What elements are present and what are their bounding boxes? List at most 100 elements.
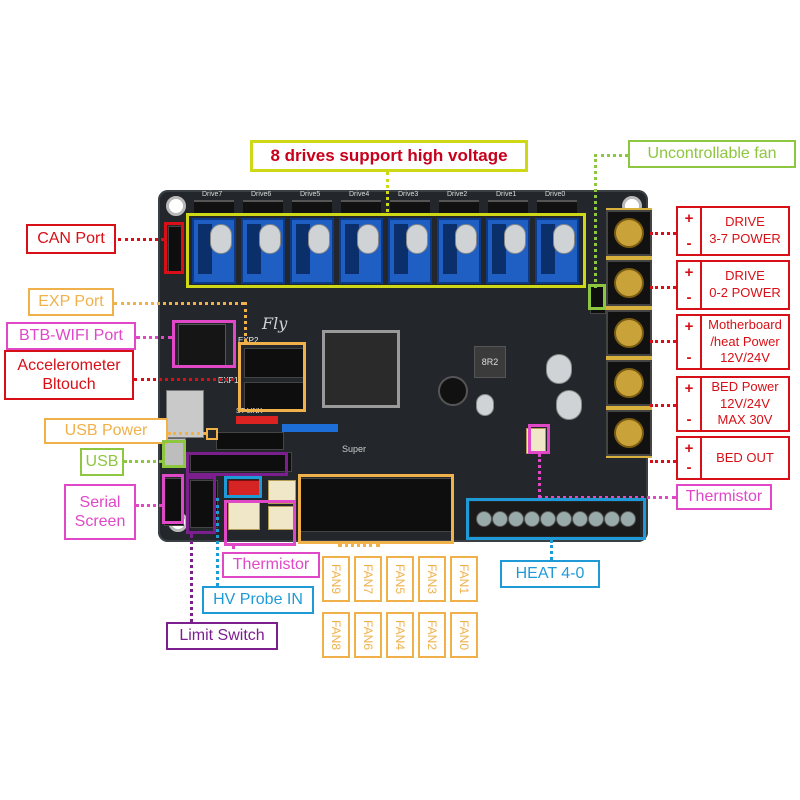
terminal-screw	[614, 268, 644, 298]
power-divider	[700, 438, 702, 478]
hv-probe-highlight	[224, 476, 262, 498]
power-label-text: BED OUT	[702, 438, 788, 478]
thermistor-connector	[228, 500, 260, 530]
driver-capacitor	[553, 224, 575, 254]
capacitor	[556, 390, 582, 420]
mcu-chip	[322, 330, 400, 408]
driver-capacitor	[504, 224, 526, 254]
driver-capacitor	[210, 224, 232, 254]
mounting-hole	[166, 196, 186, 216]
minus-sign: -	[686, 459, 692, 476]
heat-screw	[604, 511, 620, 527]
thermistor-highlight-right	[528, 424, 550, 454]
fan-label-text: FAN9	[329, 563, 343, 595]
usb-power-leader	[168, 432, 206, 435]
plus-sign: +	[684, 440, 694, 457]
power-label-line: MAX 30V	[717, 412, 773, 428]
power-label-box: + - BED OUT	[676, 436, 790, 480]
power-divider	[700, 262, 702, 308]
fan-label-fan0: FAN0	[450, 612, 478, 658]
power-label-line: BED OUT	[716, 449, 774, 465]
fan-label-text: FAN6	[361, 619, 375, 651]
driver-header	[537, 200, 577, 216]
exp-leader-h	[114, 302, 244, 305]
terminal-screw	[614, 318, 644, 348]
power-label-line: DRIVE	[725, 214, 765, 230]
drive-silk-label: Drive4	[349, 191, 370, 198]
plus-sign: +	[684, 380, 694, 397]
driver-capacitor	[455, 224, 477, 254]
fan-label-text: FAN3	[425, 563, 439, 595]
usb-leader	[124, 460, 162, 463]
brand-silk: Fly	[262, 314, 288, 333]
exp-leader-v	[244, 302, 247, 342]
hv-leader	[216, 498, 219, 586]
exp-highlight	[238, 342, 306, 412]
power-label-line: 0-2 POWER	[709, 285, 781, 300]
usb-power-label: USB Power	[44, 418, 168, 444]
hv-probe-label: HV Probe IN	[202, 586, 314, 614]
exp2-header	[244, 348, 304, 378]
accelerometer-header	[282, 424, 338, 432]
stepper-driver	[486, 218, 530, 284]
serial-screen-label: Serial Screen	[64, 484, 136, 540]
heat-label: HEAT 4-0	[500, 560, 600, 588]
driver-capacitor	[357, 224, 379, 254]
fan-label-fan7: FAN7	[354, 556, 382, 602]
bltouch-text: Bltouch	[42, 376, 96, 393]
fan-leader-h	[594, 154, 628, 157]
heat-screw	[556, 511, 572, 527]
fan-label-fan6: FAN6	[354, 612, 382, 658]
heat-terminal	[470, 502, 640, 536]
limit-switch-label: Limit Switch	[166, 622, 278, 650]
stepper-driver	[241, 218, 285, 284]
fan-label-text: FAN0	[457, 619, 471, 651]
btb-wifi-label: BTB-WIFI Port	[6, 322, 136, 350]
drive-silk-label: Drive3	[398, 191, 419, 198]
usb-label: USB	[80, 448, 124, 476]
exp1-header	[244, 382, 304, 412]
heat-highlight	[466, 498, 646, 540]
heat-screw	[492, 511, 508, 527]
fan-label-text: FAN4	[393, 619, 407, 651]
can-highlight	[164, 222, 184, 274]
exp-port-label: EXP Port	[28, 288, 114, 316]
plus-sign: +	[684, 318, 694, 335]
power-leader	[650, 232, 676, 235]
serial-line1: Serial	[79, 493, 121, 511]
sd-card-slot	[166, 390, 204, 438]
fan-label-text: FAN5	[393, 563, 407, 595]
serial-line2: Screen	[74, 513, 126, 530]
fan-label-fan4: FAN4	[386, 612, 414, 658]
upper-connectors	[216, 432, 284, 450]
power-label-line: Motherboard	[708, 316, 782, 332]
limit-leader-v	[190, 534, 193, 630]
plus-sign: +	[684, 264, 694, 281]
power-label-line: DRIVE	[725, 268, 765, 284]
drive-silk-label: Drive5	[300, 191, 321, 198]
power-leader	[650, 460, 676, 463]
drive-silk-label: Drive1	[496, 191, 517, 198]
minus-sign: -	[686, 289, 692, 306]
heat-screw	[476, 511, 492, 527]
plus-sign: +	[684, 210, 694, 227]
heat-screw	[588, 511, 604, 527]
can-port-label: CAN Port	[26, 224, 116, 254]
usb-highlight	[162, 440, 186, 468]
inductor: 8R2	[474, 346, 506, 378]
driver-header	[292, 200, 332, 216]
capacitor	[476, 394, 494, 416]
drive-silk-label: Drive2	[447, 191, 468, 198]
power-screw-terminal	[606, 210, 652, 256]
exp2-silk: EXP2	[238, 336, 259, 345]
drives-label: 8 drives support high voltage	[250, 140, 528, 172]
terminal-screw	[614, 418, 644, 448]
heat-screw	[508, 511, 524, 527]
stepper-driver	[339, 218, 383, 284]
